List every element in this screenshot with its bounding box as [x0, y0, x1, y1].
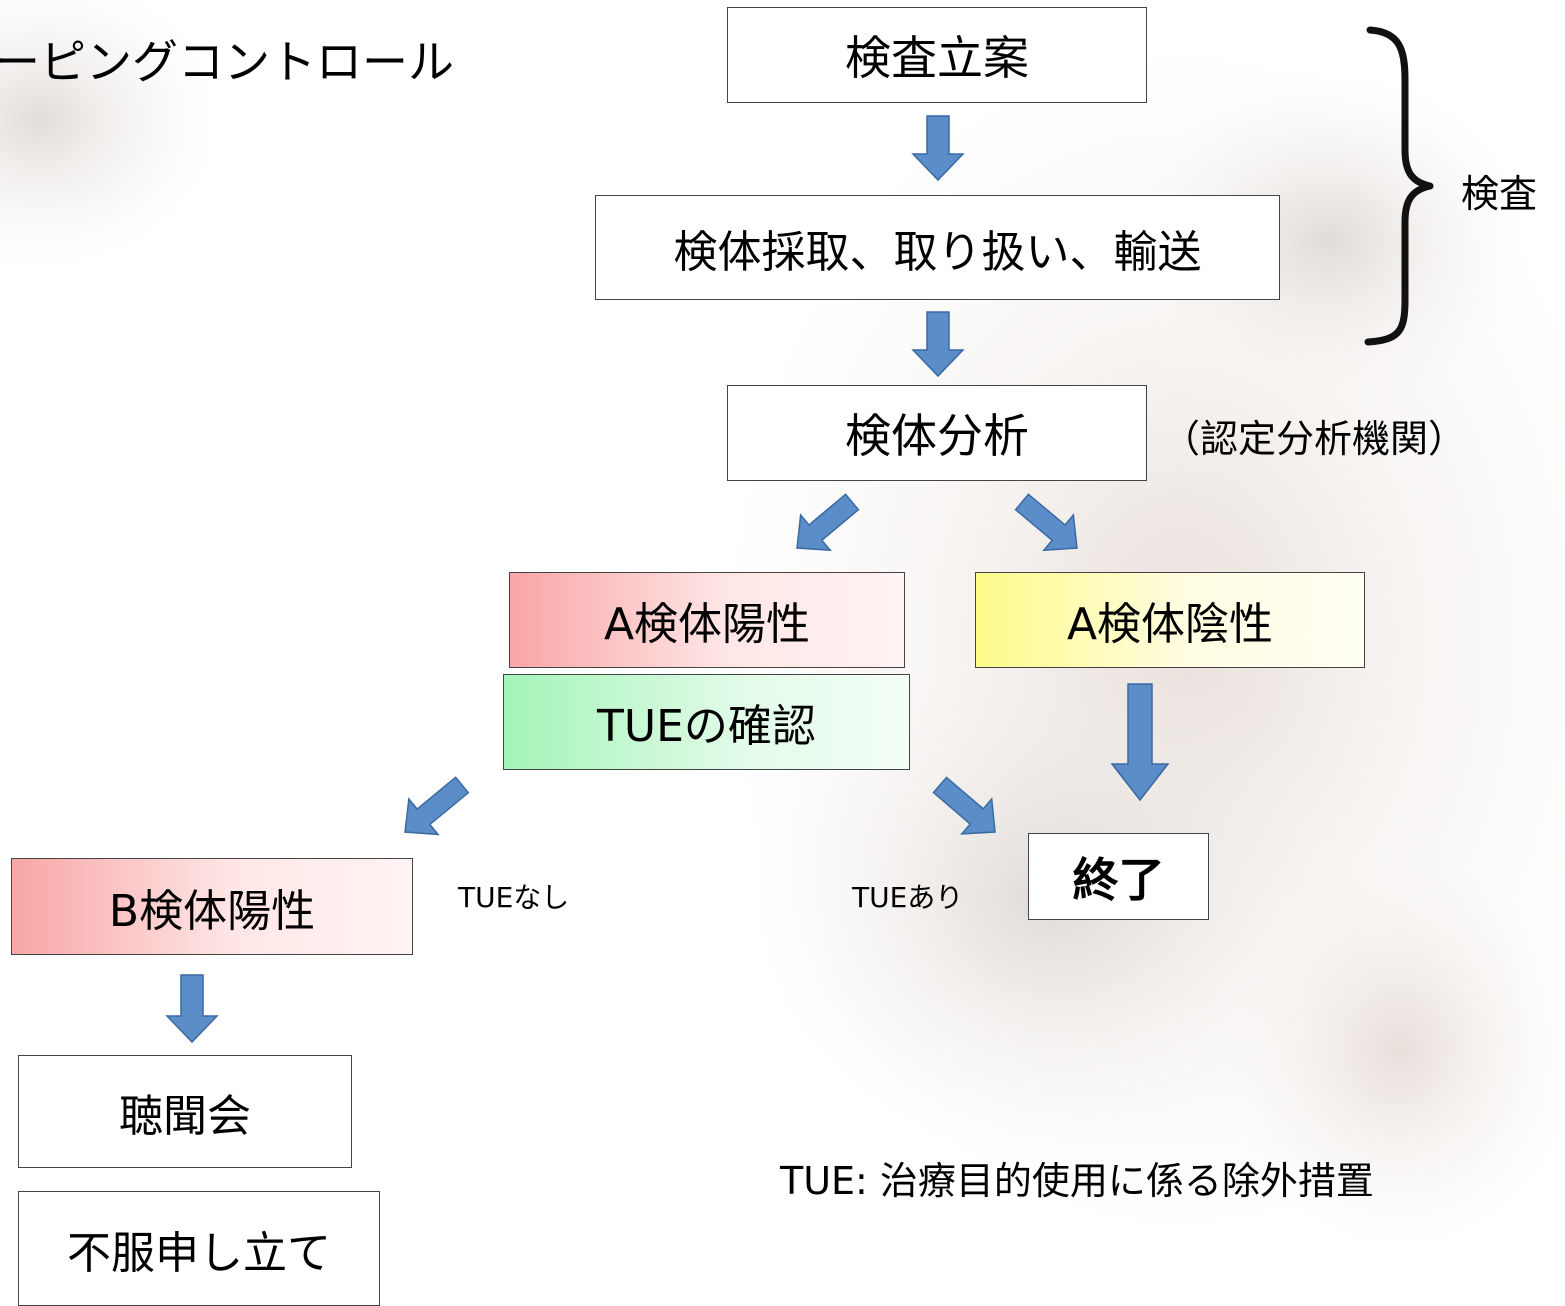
page-title: ーピングコントロール	[0, 35, 454, 89]
edge-label-tue-present: TUEあり	[852, 881, 964, 914]
node-b-sample-positive-label: B検体陽性	[108, 885, 316, 937]
arrow-a-negative-to-end	[1110, 683, 1170, 802]
node-sample-collection: 検体採取、取り扱い、輸送	[595, 195, 1280, 300]
footnote: TUE: 治療目的使用に係る除外措置	[780, 1159, 1374, 1203]
bracket-label: 検査	[1461, 172, 1538, 216]
node-tue-check-label: TUEの確認	[597, 701, 816, 752]
node-sample-collection-label: 検体採取、取り扱い、輸送	[673, 226, 1202, 278]
curly-brace	[1364, 26, 1434, 346]
lab-note: （認定分析機関）	[1162, 417, 1467, 461]
arrow-plan-to-collection	[911, 115, 965, 182]
arrow-analysis-to-a-positive	[796, 493, 860, 552]
arrow-tue-to-b-positive	[404, 776, 470, 836]
node-sample-analysis-label: 検体分析	[845, 409, 1029, 463]
node-sample-analysis: 検体分析	[727, 385, 1147, 481]
arrow-b-positive-to-hearing	[165, 974, 219, 1044]
edge-label-tue-none: TUEなし	[458, 881, 570, 914]
node-a-sample-positive-label: A検体陽性	[603, 599, 811, 650]
node-a-sample-negative-label: A検体陰性	[1066, 599, 1274, 650]
node-hearing: 聴聞会	[18, 1055, 352, 1168]
arrow-collection-to-analysis	[911, 311, 965, 378]
node-appeal: 不服申し立て	[18, 1191, 380, 1306]
node-end-label: 終了	[1072, 852, 1165, 907]
node-appeal-label: 不服申し立て	[67, 1227, 331, 1279]
node-tue-check: TUEの確認	[503, 674, 910, 770]
node-end: 終了	[1028, 833, 1209, 920]
node-a-sample-negative: A検体陰性	[975, 572, 1365, 668]
node-b-sample-positive: B検体陽性	[11, 858, 413, 955]
arrow-analysis-to-a-negative	[1014, 493, 1078, 552]
node-test-planning: 検査立案	[727, 7, 1147, 103]
node-a-sample-positive: A検体陽性	[509, 572, 905, 668]
node-hearing-label: 聴聞会	[119, 1090, 251, 1142]
node-test-planning-label: 検査立案	[845, 31, 1029, 85]
arrow-tue-to-end	[932, 776, 996, 835]
